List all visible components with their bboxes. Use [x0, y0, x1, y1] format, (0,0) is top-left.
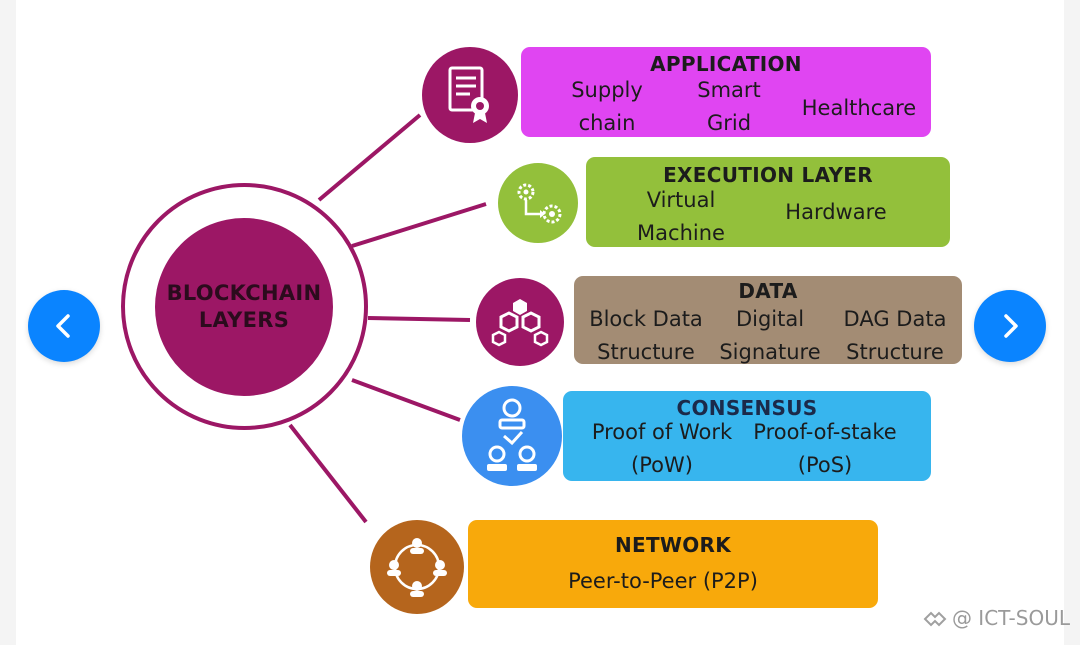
block-chain-icon [491, 299, 549, 347]
network-item: Peer-to-Peer (P2P) [568, 569, 758, 593]
connector-data [367, 316, 471, 322]
network-box: NETWORK Peer-to-Peer (P2P) [468, 520, 878, 608]
application-title: APPLICATION [650, 52, 802, 76]
chevron-right-icon [1004, 314, 1018, 338]
weibo-logo-icon [923, 611, 947, 627]
next-slide-button[interactable] [974, 290, 1046, 362]
data-box: DATA Block Data Structure Digital Signat… [574, 276, 962, 364]
consensus-title: CONSENSUS [676, 396, 818, 420]
consensus-box: CONSENSUS Proof of Work (PoW) Proof-of-s… [563, 391, 931, 481]
data-item: DAG Data Structure [843, 307, 947, 364]
data-title: DATA [738, 279, 798, 303]
connector-network [288, 423, 368, 524]
execution-item: Hardware [785, 200, 887, 224]
hub-label: BLOCKCHAIN LAYERS [166, 281, 322, 332]
network-icon-circle [370, 520, 464, 614]
watermark: @ ICT-SOUL [922, 606, 1070, 630]
consensus-item: Proof of Work (PoW) [591, 420, 733, 477]
data-item: Block Data Structure [589, 307, 703, 364]
node-hierarchy-icon [487, 398, 537, 471]
application-item: Supply chain [571, 78, 643, 135]
consensus-item: Proof-of-stake (PoS) [753, 420, 897, 477]
connector-application [317, 113, 422, 202]
people-network-icon [387, 538, 447, 597]
application-icon-circle [422, 47, 518, 143]
consensus-icon-circle [462, 386, 562, 486]
application-item: Smart Grid [697, 78, 761, 135]
data-item: Digital Signature [719, 307, 821, 364]
execution-title: EXECUTION LAYER [663, 163, 873, 187]
hub-circle: BLOCKCHAIN LAYERS [155, 218, 333, 396]
connector-execution [351, 202, 487, 248]
execution-item: Virtual Machine [637, 188, 725, 245]
execution-box: EXECUTION LAYER Virtual Machine Hardware [586, 157, 950, 247]
execution-icon-circle [495, 160, 581, 246]
watermark-text: @ ICT-SOUL [951, 606, 1070, 630]
application-box: APPLICATION Supply chain Smart Grid Heal… [521, 47, 931, 137]
data-icon-circle [476, 278, 564, 366]
certificate-icon [448, 66, 489, 123]
chevron-left-icon [56, 314, 70, 338]
connector-consensus [351, 378, 461, 422]
gears-flow-icon [517, 183, 562, 224]
network-title: NETWORK [614, 533, 732, 557]
application-item: Healthcare [801, 96, 917, 120]
prev-slide-button[interactable] [28, 290, 100, 362]
